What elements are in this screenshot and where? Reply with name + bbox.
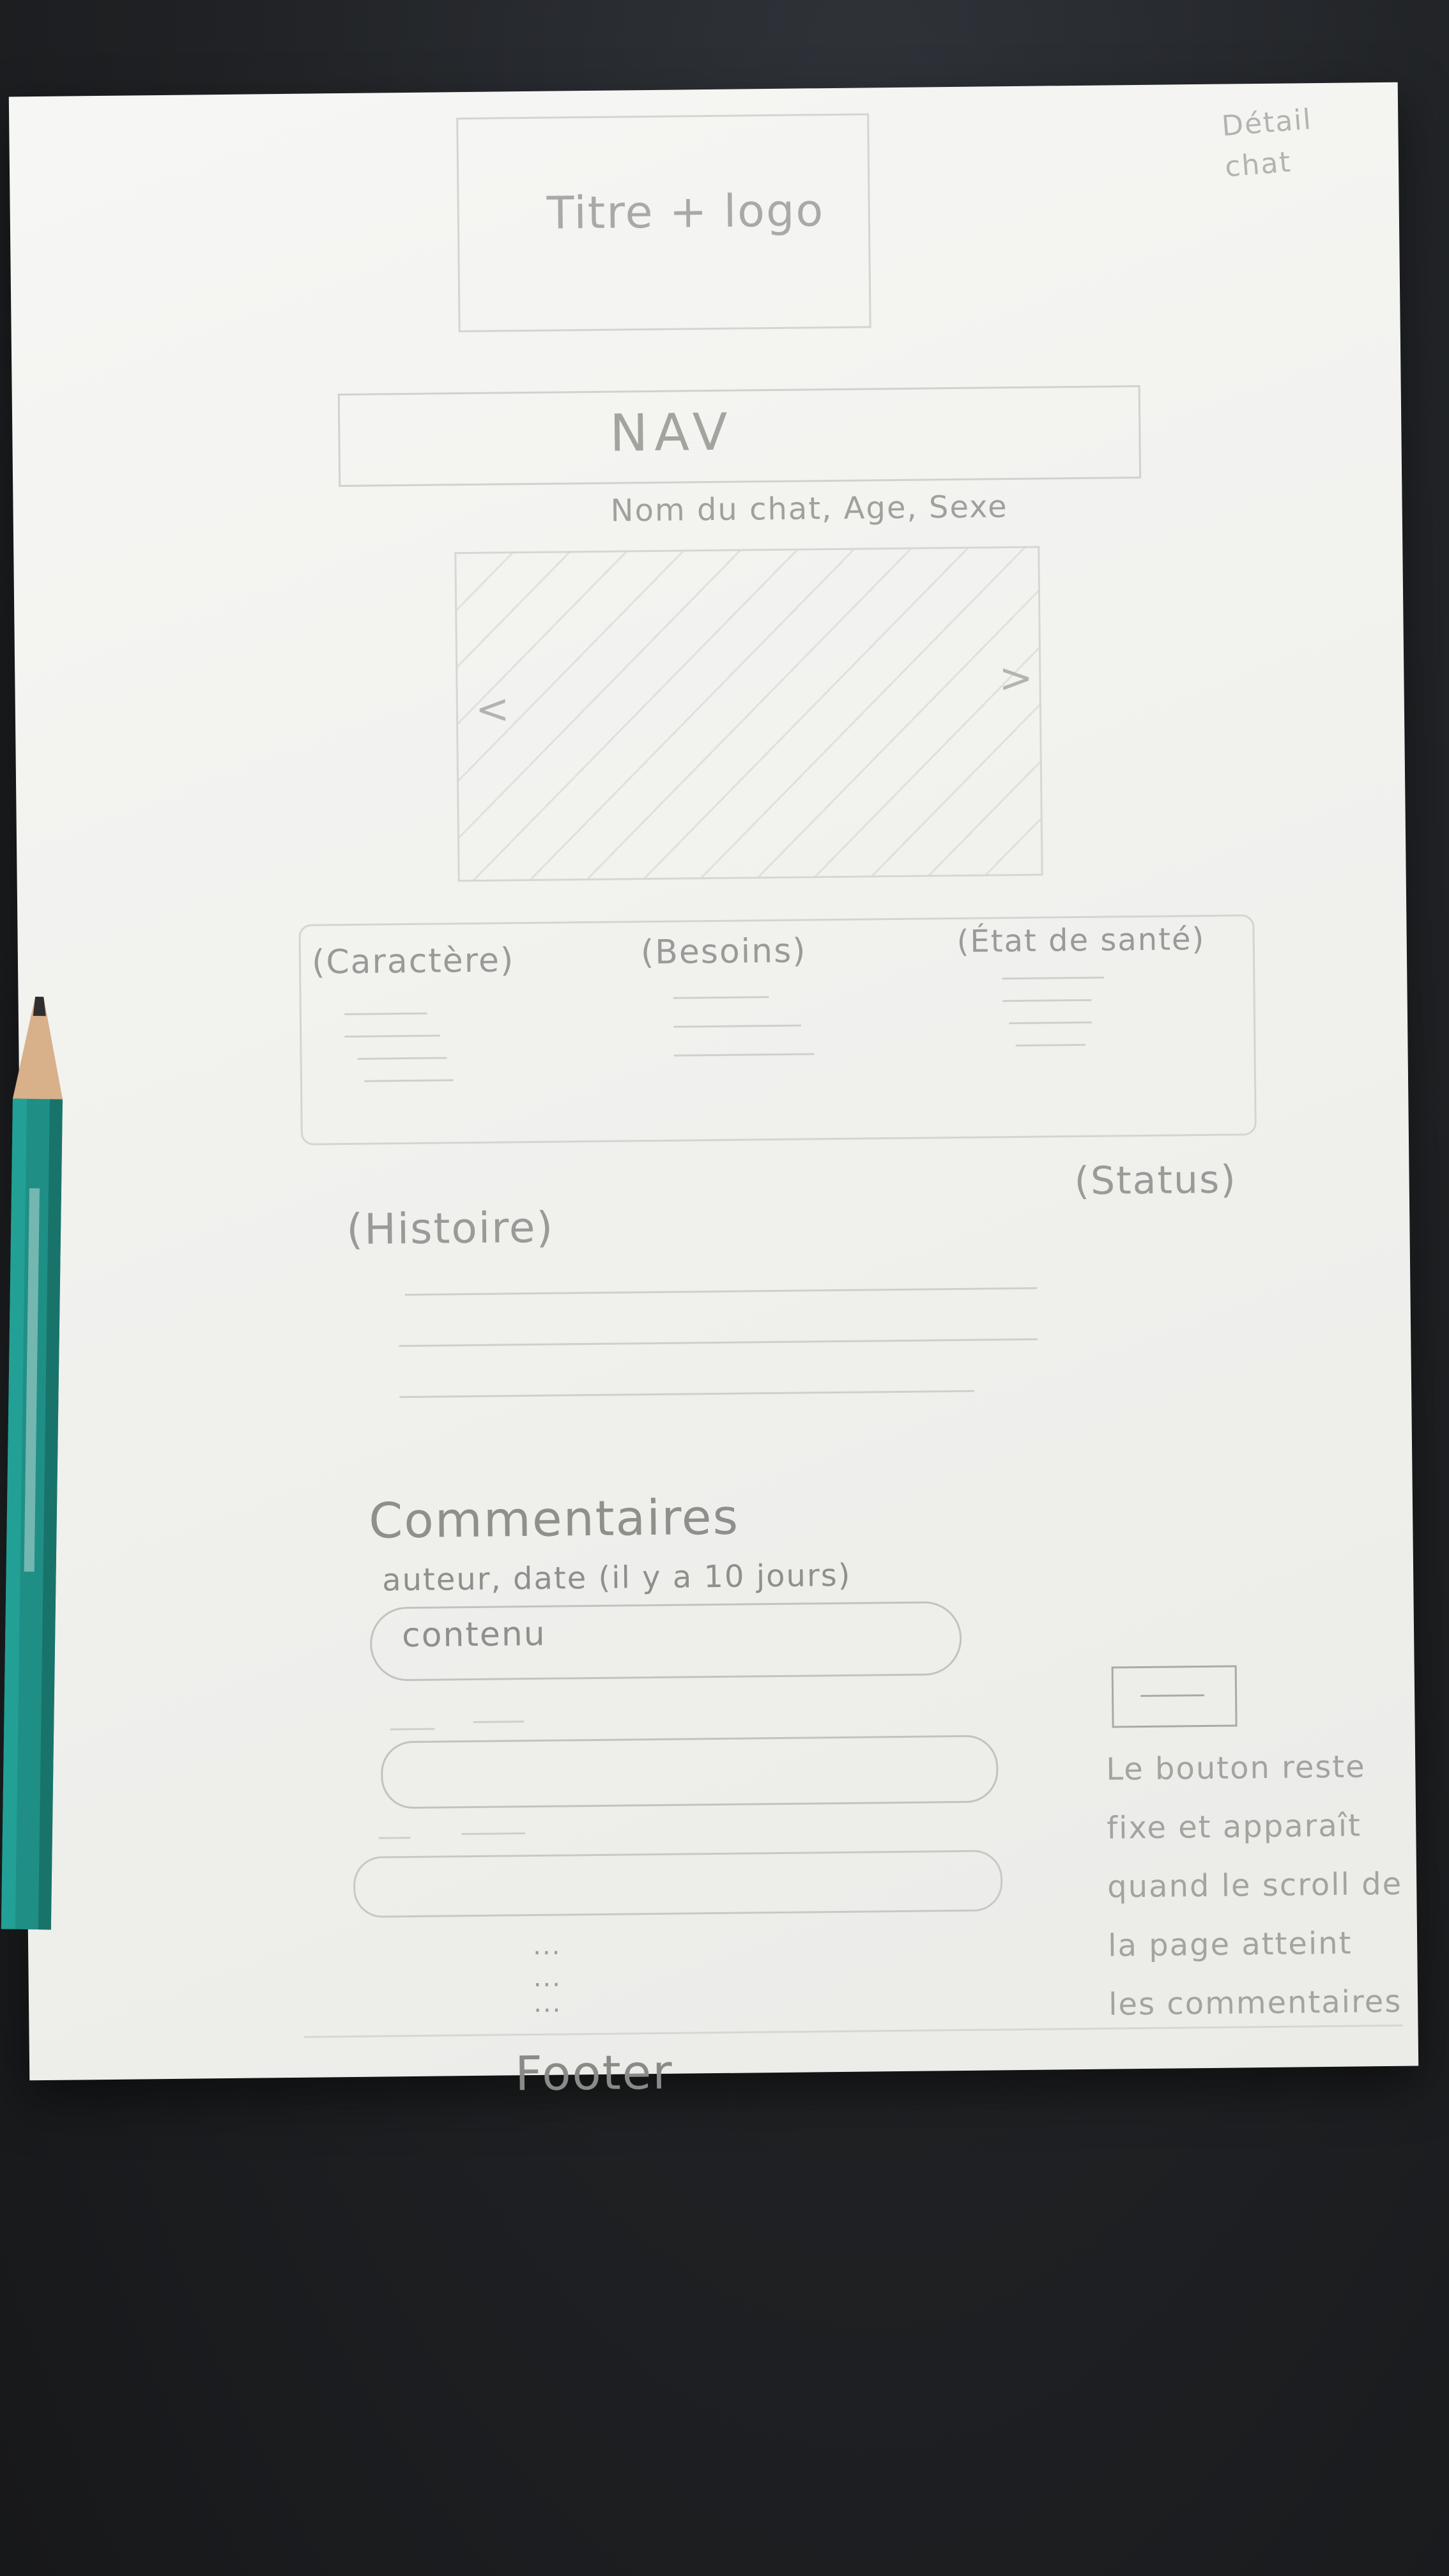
footer-label: Footer — [514, 2044, 674, 2102]
sketch-line — [390, 1728, 435, 1731]
comments-title: Commentaires — [368, 1488, 740, 1549]
ellipsis-3: ... — [533, 1988, 562, 2019]
sketch-line — [404, 1287, 1038, 1296]
pencil-print — [24, 1188, 40, 1572]
nav-label: NAV — [609, 402, 735, 463]
pencil — [1, 997, 63, 1930]
pencil-wood-tip — [12, 997, 63, 1100]
sketch-paper: Détail chat Titre + logo NAV Nom du chat… — [8, 82, 1419, 2101]
comment-bubble-placeholder — [380, 1735, 999, 1809]
section-besoins: (Besoins) — [640, 931, 807, 972]
sketch-line — [461, 1832, 526, 1836]
ellipsis-1: ... — [532, 1931, 562, 1961]
sketch-line — [399, 1390, 975, 1399]
history-label: (Histoire) — [346, 1202, 555, 1255]
pencil-lead — [33, 997, 46, 1016]
carousel-prev-icon: < — [475, 686, 511, 733]
floating-button-note: Le bouton reste fixe et apparaît quand l… — [1106, 1749, 1403, 2023]
carousel-next-icon: > — [999, 654, 1035, 703]
status-label: (Status) — [1074, 1157, 1238, 1204]
comment-bubble-placeholder — [353, 1850, 1003, 1918]
comment-content: contenu — [401, 1614, 547, 1655]
page-label: Détail chat — [1220, 103, 1314, 184]
carousel-box — [454, 546, 1043, 882]
nav-box — [337, 385, 1142, 487]
section-etat-sante: (État de santé) — [956, 921, 1206, 960]
sketch-line — [399, 1338, 1038, 1347]
sketch-line — [473, 1721, 525, 1723]
cat-info-label: Nom du chat, Age, Sexe — [610, 489, 1008, 529]
header-label: Titre + logo — [546, 184, 825, 240]
comment-meta: auteur, date (il y a 10 jours) — [381, 1557, 852, 1598]
sketch-line — [378, 1837, 411, 1839]
section-caractere: (Caractère) — [311, 941, 515, 982]
